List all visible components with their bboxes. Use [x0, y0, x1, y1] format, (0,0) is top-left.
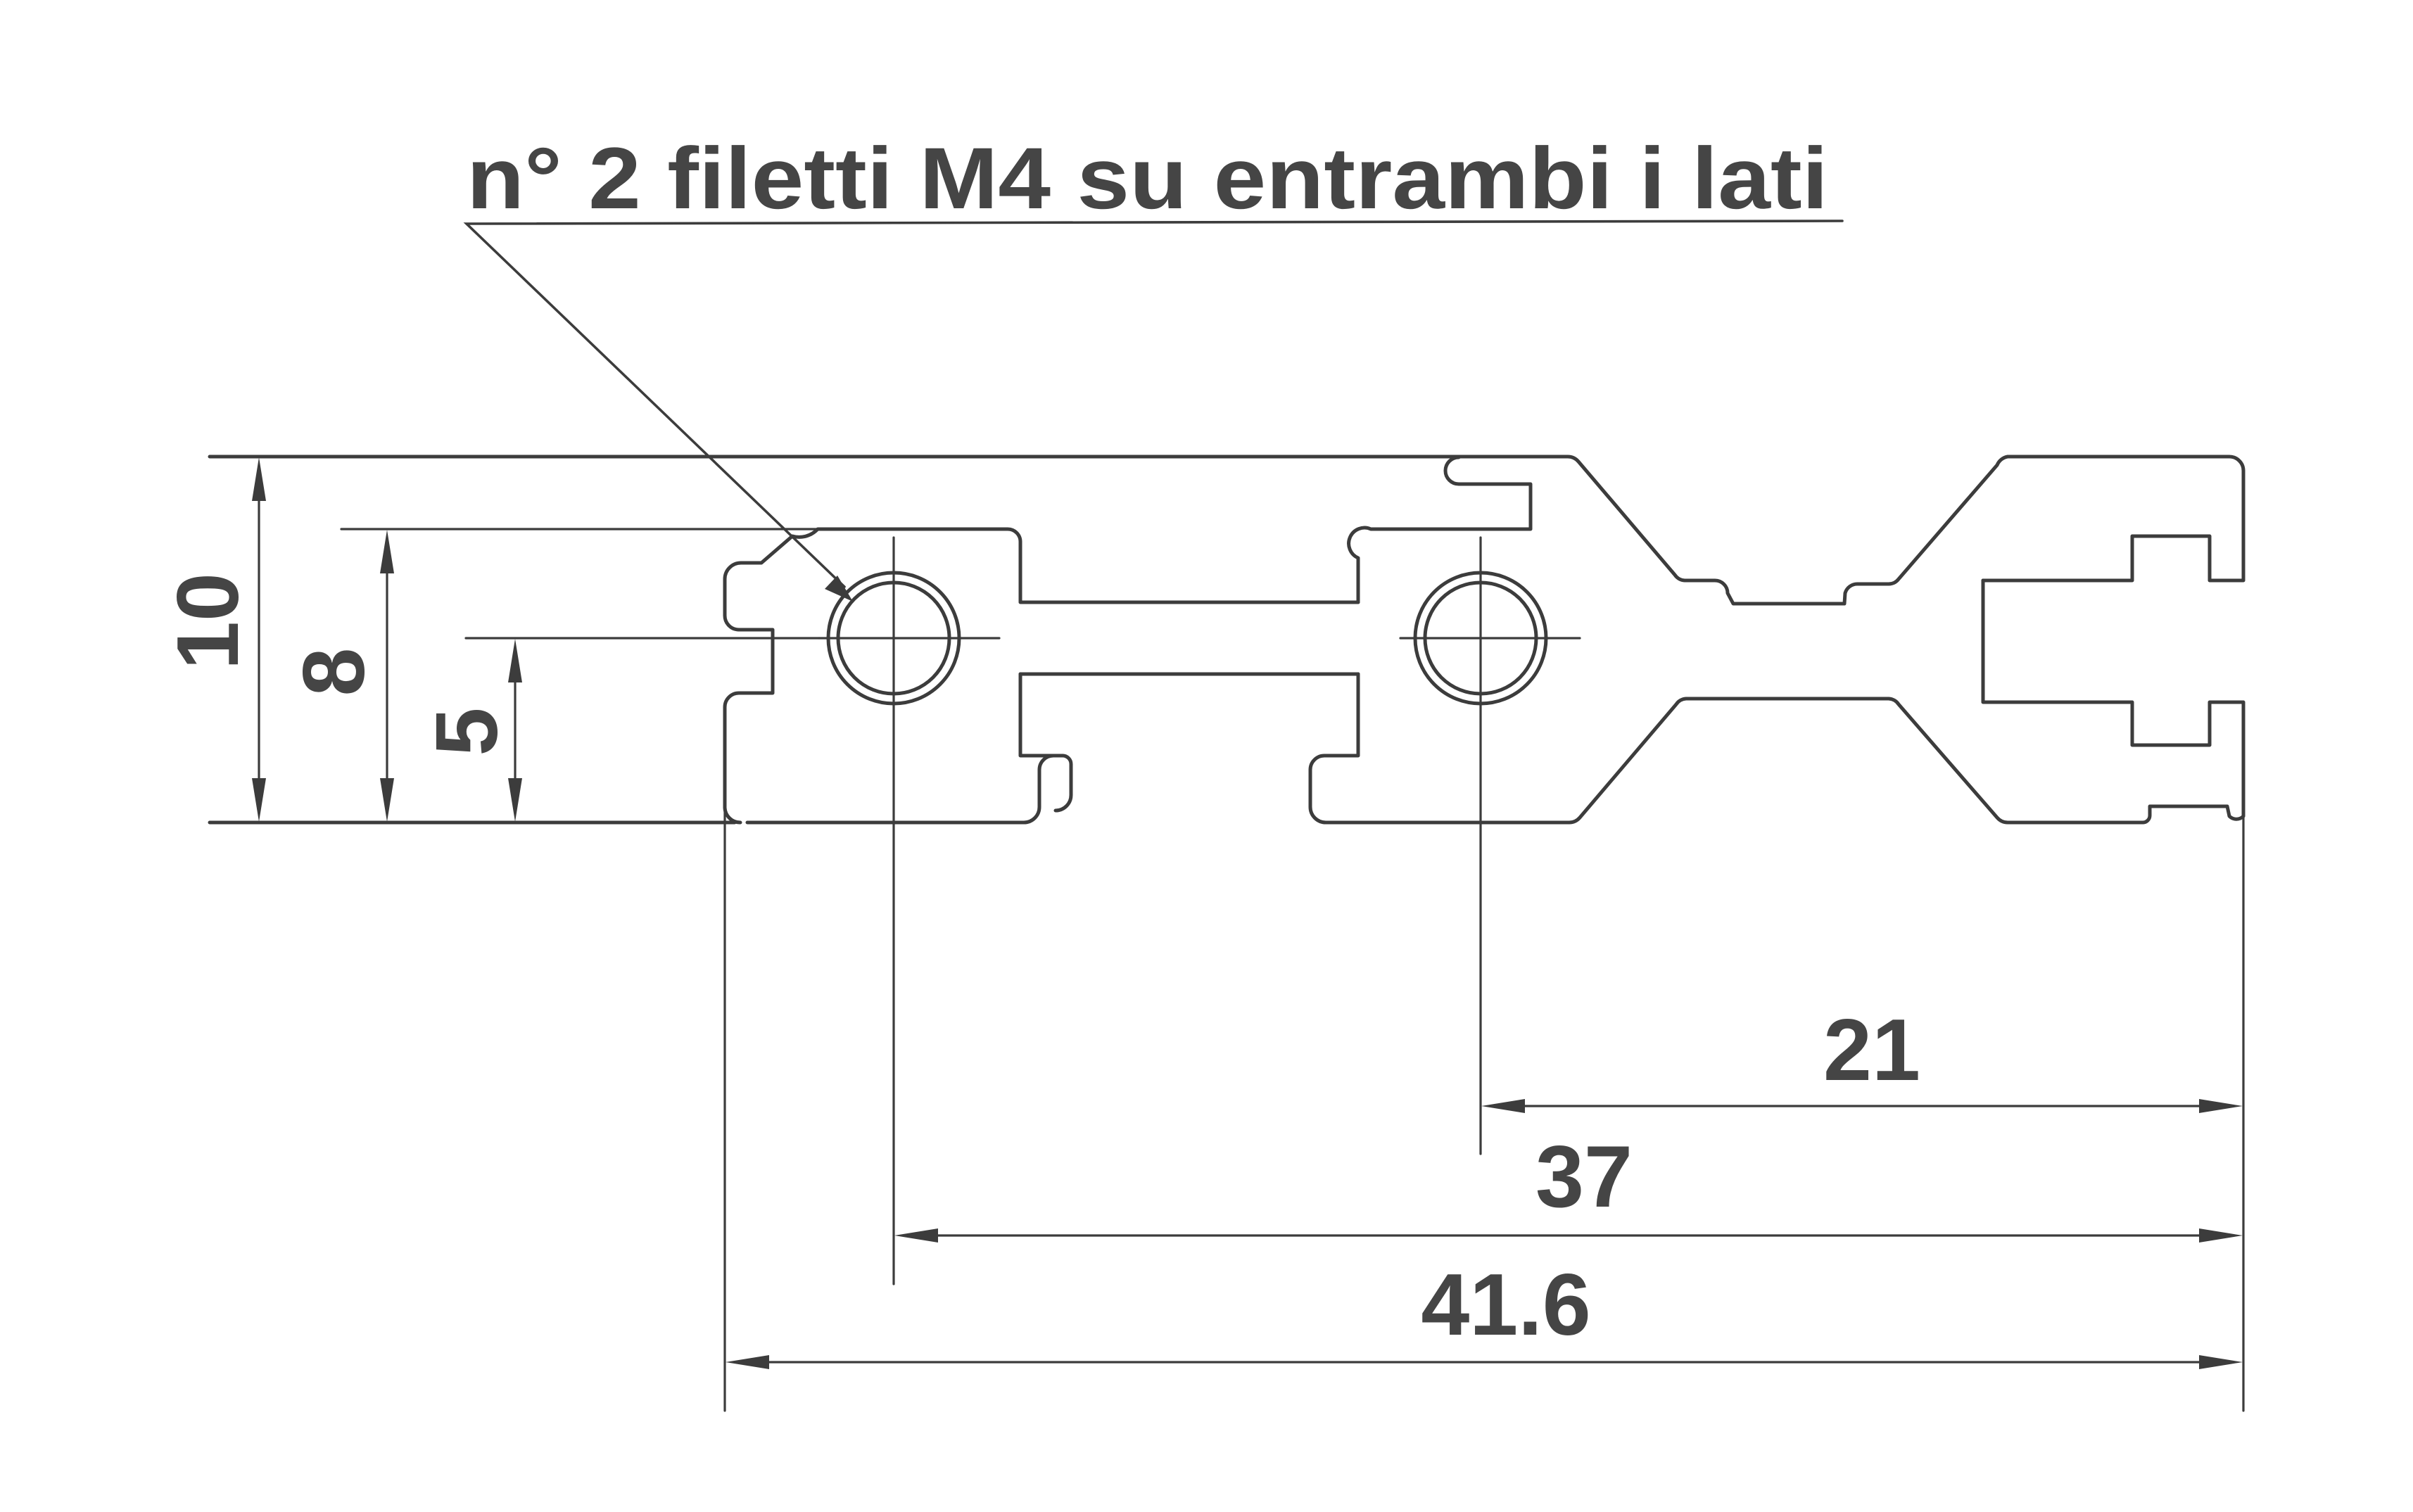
dimension-width-37: 37 [894, 1129, 2243, 1243]
dimension-label-8: 8 [286, 648, 383, 697]
dimension-label-37: 37 [1535, 1129, 1633, 1226]
dimension-width-41-6: 41.6 [726, 1257, 2243, 1369]
callout-leader [463, 220, 1844, 588]
center-lines [818, 536, 1581, 1285]
dimension-label-41-6: 41.6 [1421, 1257, 1590, 1354]
callout-note: n° 2 filetti M4 su entrambi i lati [467, 130, 1828, 227]
dimension-label-5: 5 [419, 708, 516, 756]
dimension-height-10: 10 [160, 457, 266, 822]
dimension-width-21: 21 [1481, 1002, 2243, 1113]
extension-lines [208, 528, 2245, 1412]
dimension-height-8: 8 [286, 530, 394, 822]
profile-outline [208, 455, 2246, 825]
dimension-label-10: 10 [160, 573, 257, 670]
dimension-label-21: 21 [1823, 1002, 1920, 1099]
dimension-height-5: 5 [419, 639, 522, 822]
